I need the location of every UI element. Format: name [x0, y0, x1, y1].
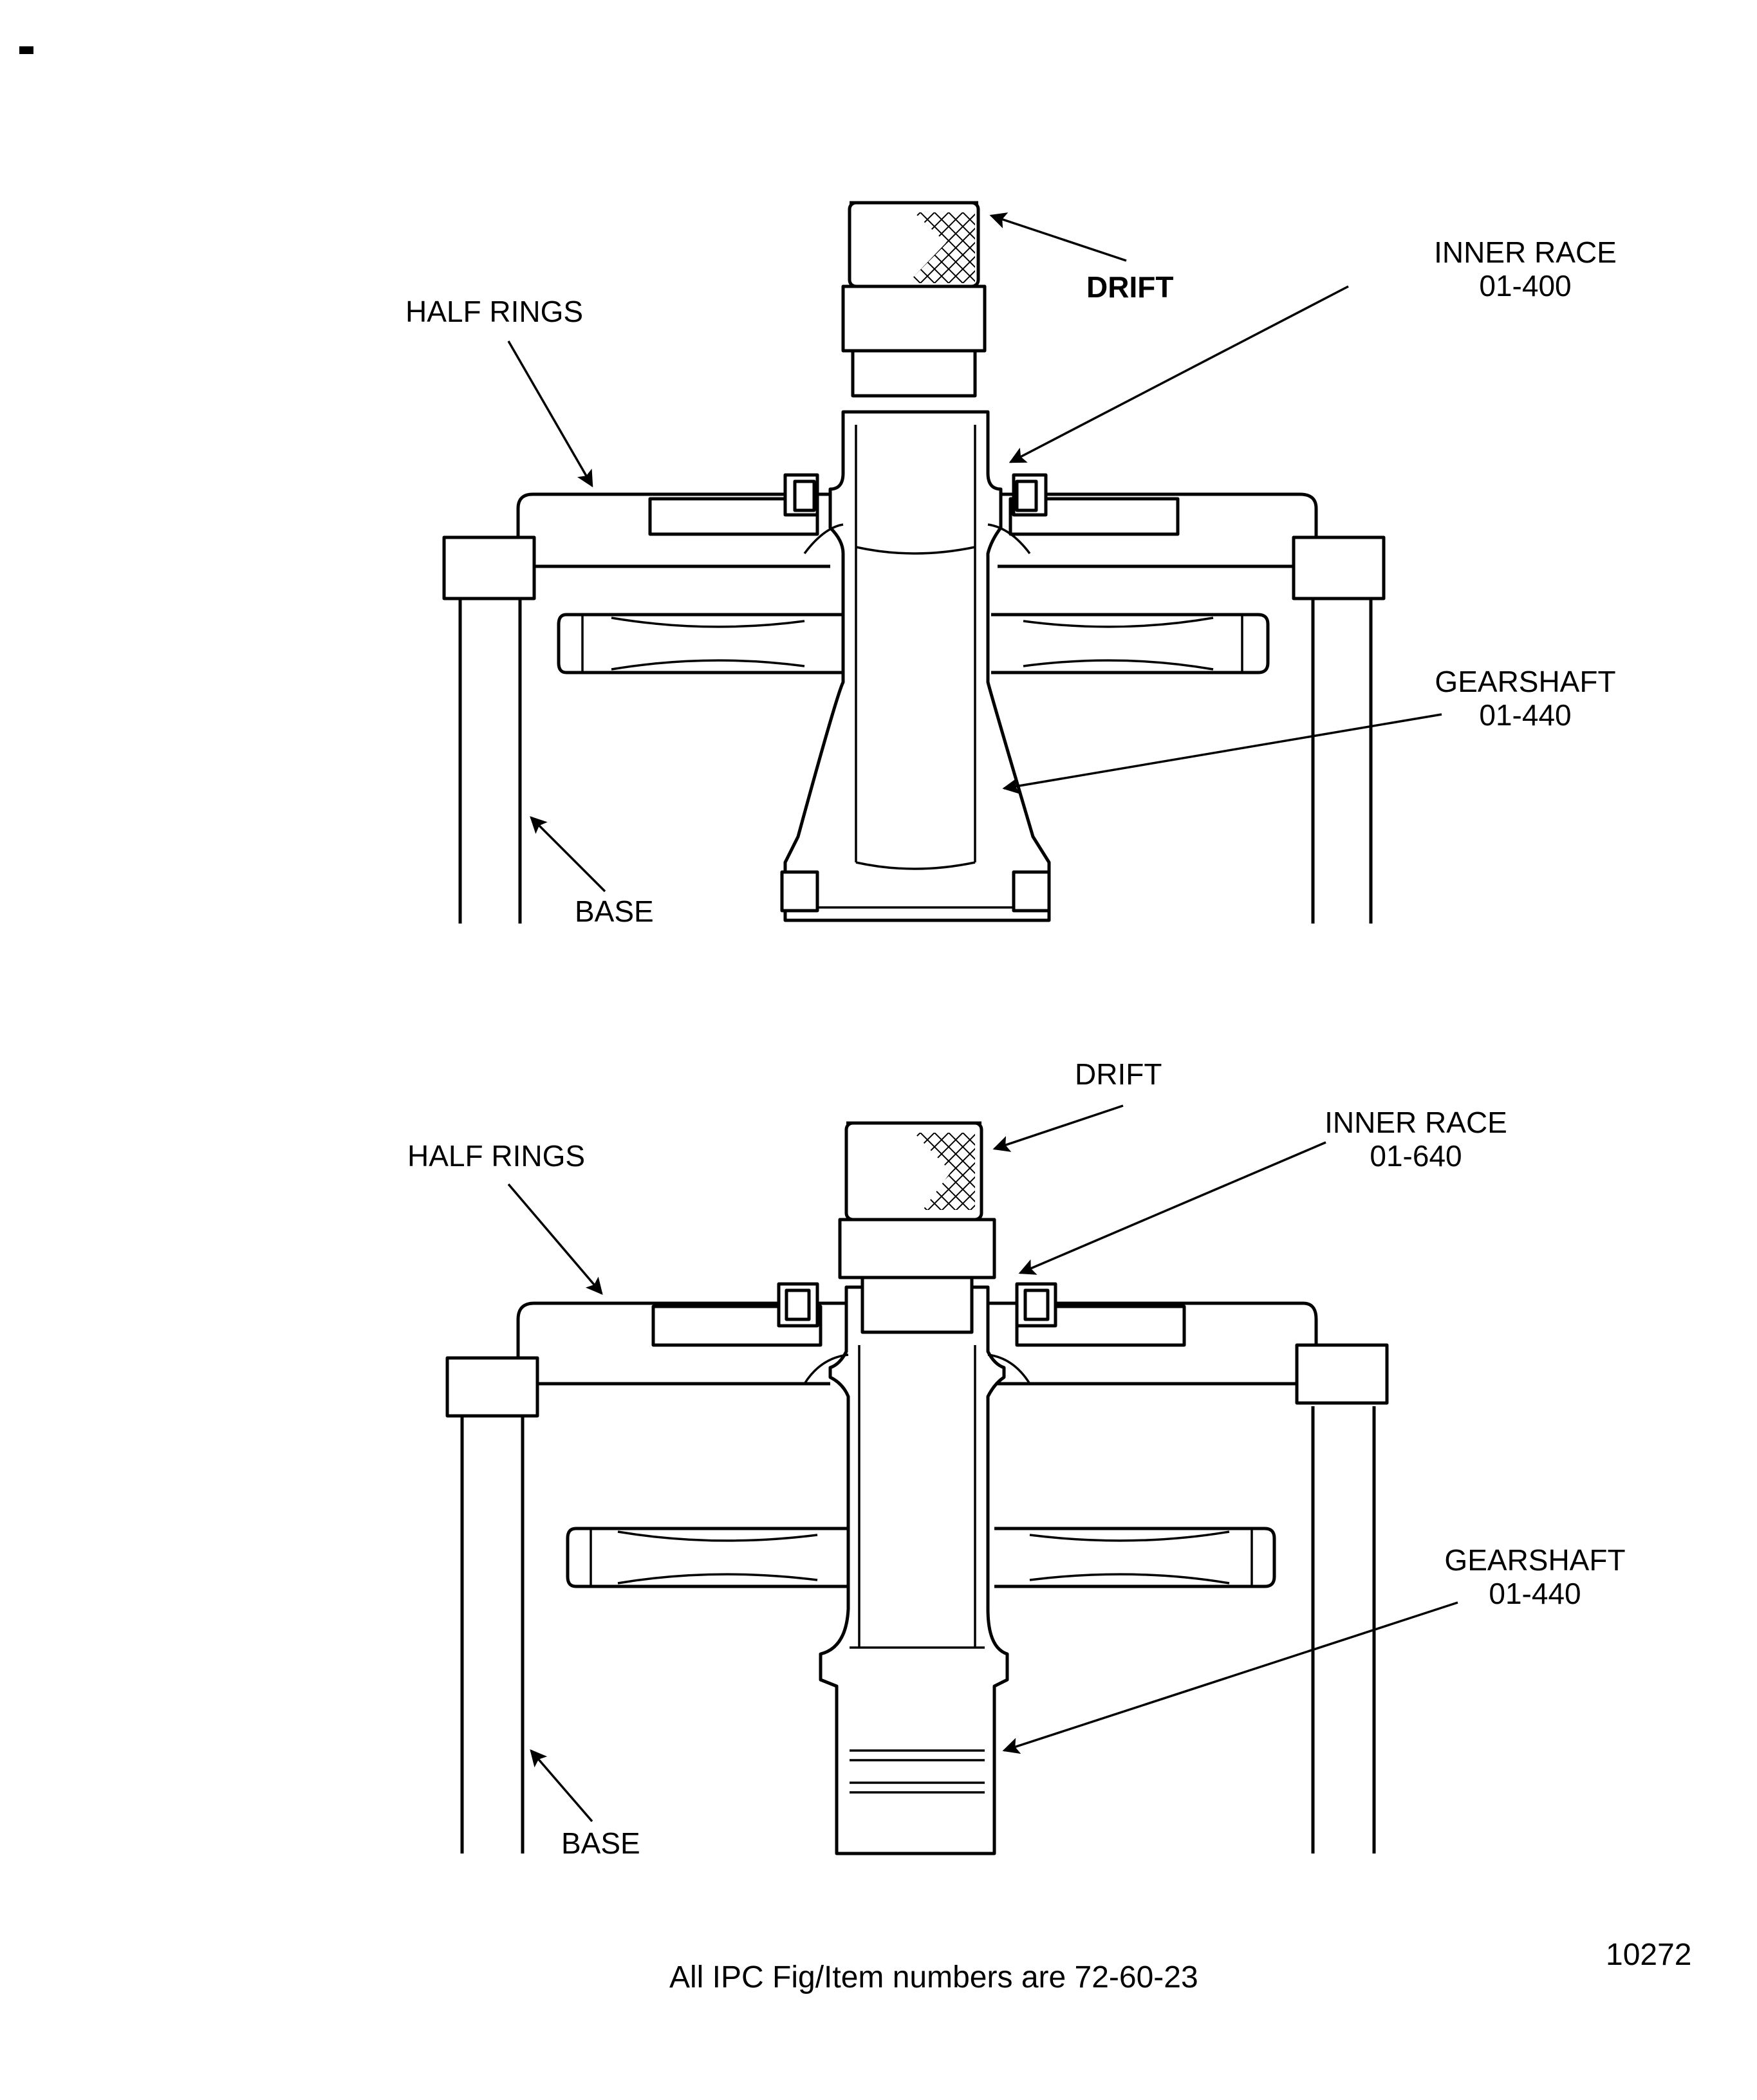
drift	[841, 201, 987, 398]
leader-inner-race	[1018, 1141, 1326, 1275]
inner-race	[783, 473, 1048, 555]
label-half-rings: HALF RINGS	[407, 1139, 585, 1173]
figure-top: DRIFT INNER RACE 01-400 HALF RINGS GEARS…	[405, 201, 1617, 928]
gearshaft	[819, 1285, 1009, 1855]
base-block-left	[442, 535, 536, 600]
label-drift: DRIFT	[1075, 1057, 1162, 1091]
base-block-right	[1292, 535, 1386, 600]
label-base: BASE	[561, 1826, 640, 1860]
label-half-rings: HALF RINGS	[405, 295, 583, 328]
leader-drift	[989, 212, 1127, 262]
leader-half-rings	[507, 340, 593, 488]
gearshaft	[783, 410, 1051, 922]
label-gearshaft-title: GEARSHAFT	[1444, 1543, 1625, 1577]
figure-id: 10272	[1606, 1938, 1691, 1972]
label-drift: DRIFT	[1086, 270, 1173, 304]
leader-gearshaft	[1002, 713, 1442, 794]
base-right	[1311, 576, 1373, 924]
leader-inner-race	[1009, 285, 1349, 463]
base-right	[1311, 1406, 1376, 1854]
leader-gearshaft	[1002, 1601, 1458, 1754]
base-left	[458, 566, 522, 924]
figure-bottom: DRIFT INNER RACE 01-640 HALF RINGS GEARS…	[407, 1057, 1626, 1860]
leader-base	[530, 816, 606, 893]
label-gearshaft-number: 01-440	[1489, 1577, 1581, 1610]
inner-race	[777, 1282, 1057, 1384]
label-inner-race-title: INNER RACE	[1325, 1106, 1507, 1139]
label-gearshaft-number: 01-440	[1479, 698, 1571, 732]
leader-base	[530, 1749, 593, 1823]
base-left	[460, 1409, 525, 1854]
lower-bearing	[780, 870, 1051, 913]
footer-note: All IPC Fig/Item numbers are 72-60-23	[669, 1960, 1198, 1994]
label-base: BASE	[575, 895, 654, 928]
base-block-left	[445, 1356, 539, 1418]
label-gearshaft-title: GEARSHAFT	[1435, 665, 1615, 698]
drift	[838, 1121, 996, 1334]
gear-web	[557, 613, 1270, 674]
label-inner-race-number: 01-640	[1370, 1139, 1462, 1173]
label-inner-race-title: INNER RACE	[1434, 236, 1617, 269]
label-inner-race-number: 01-400	[1479, 269, 1571, 302]
base-block-right	[1295, 1343, 1389, 1405]
gear-web	[566, 1527, 1276, 1588]
corner-mark	[19, 46, 33, 54]
leader-half-rings	[507, 1183, 603, 1295]
leader-drift	[992, 1104, 1124, 1152]
